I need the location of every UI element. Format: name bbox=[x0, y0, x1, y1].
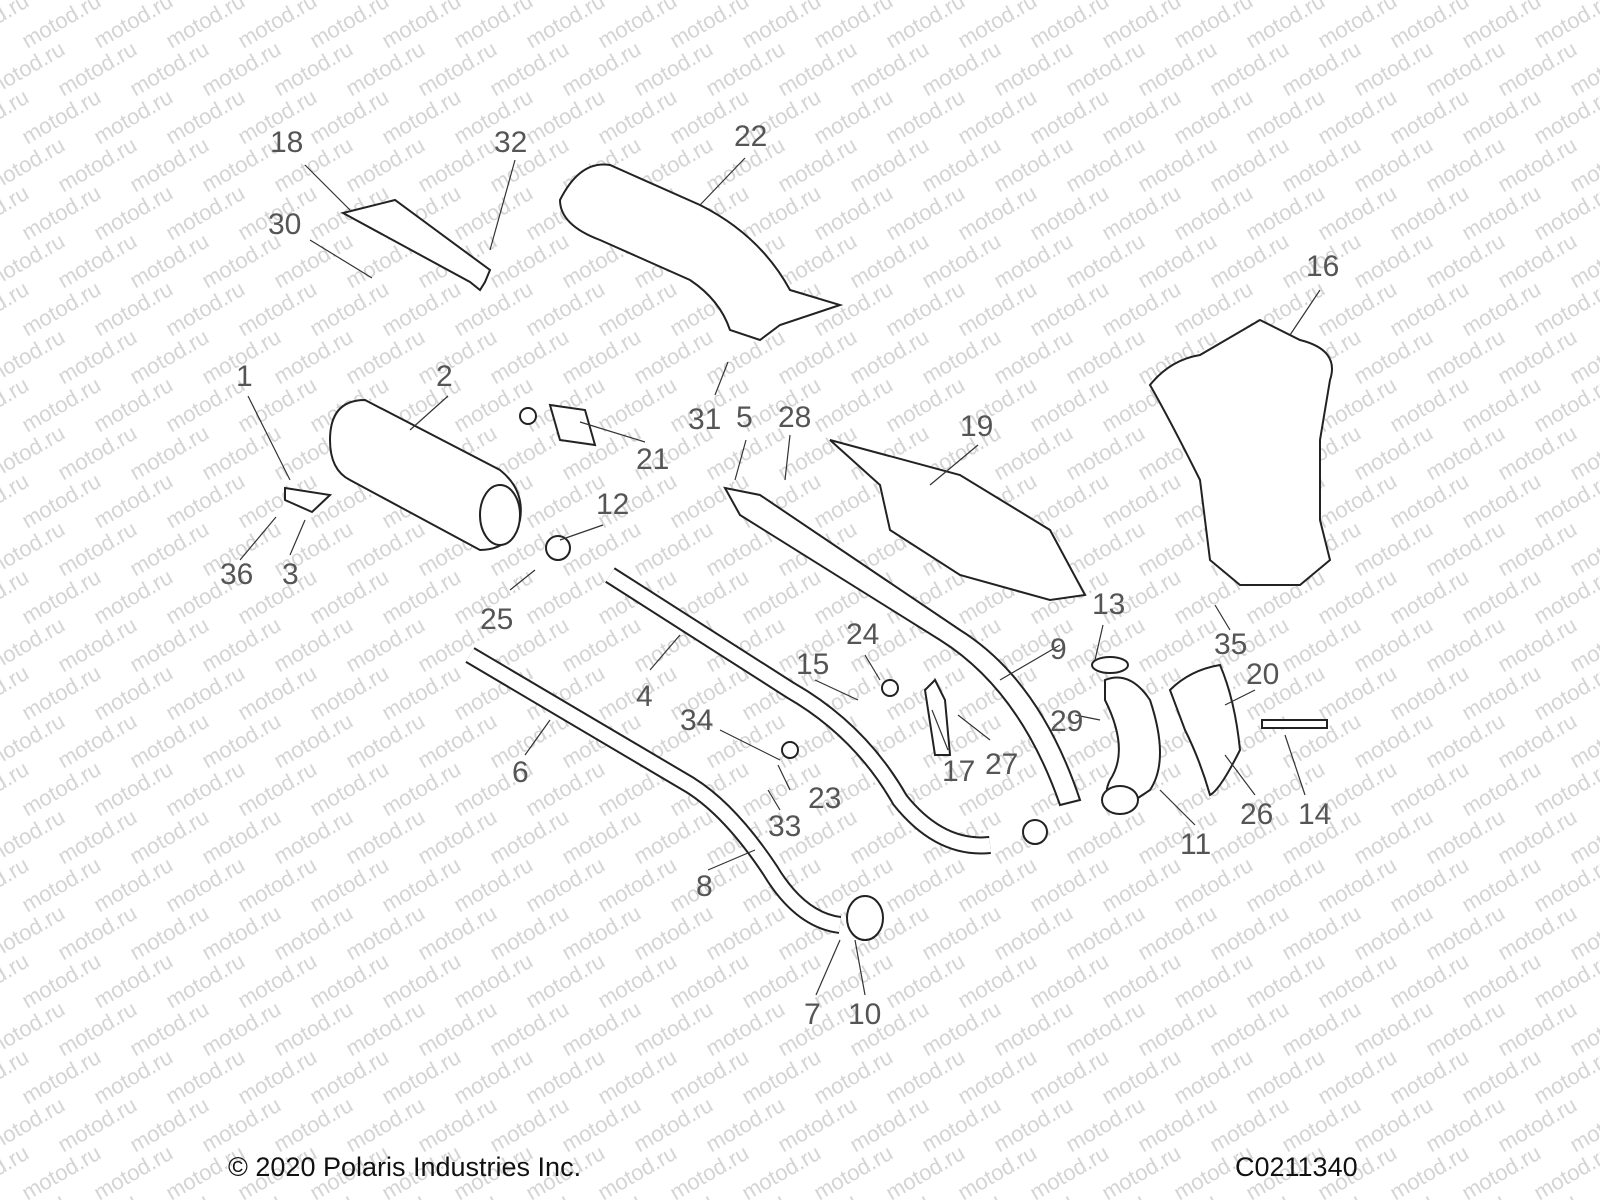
heat-shield-22 bbox=[558, 163, 844, 342]
callout-16: 16 bbox=[1306, 250, 1340, 283]
heat-shield-18 bbox=[340, 198, 492, 292]
callout-19: 19 bbox=[960, 410, 994, 443]
bracket-17 bbox=[923, 678, 952, 756]
seal-12 bbox=[545, 535, 571, 561]
leader-lines bbox=[239, 157, 1321, 996]
callout-25: 25 bbox=[480, 603, 514, 636]
seal-ring bbox=[1022, 819, 1048, 845]
callout-21: 21 bbox=[636, 443, 670, 476]
callout-10: 10 bbox=[848, 998, 882, 1031]
callout-36: 36 bbox=[220, 558, 254, 591]
callout-20: 20 bbox=[1246, 658, 1280, 691]
callout-23: 23 bbox=[808, 782, 842, 815]
callout-3: 3 bbox=[282, 558, 299, 591]
flange-10 bbox=[846, 895, 884, 941]
washer-23 bbox=[781, 741, 799, 759]
callout-13: 13 bbox=[1092, 588, 1126, 621]
callout-5: 5 bbox=[736, 401, 753, 434]
callout-24: 24 bbox=[846, 618, 880, 651]
muffler-outlet bbox=[479, 484, 521, 546]
callout-1: 1 bbox=[236, 360, 253, 393]
callout-12: 12 bbox=[596, 488, 630, 521]
callout-11: 11 bbox=[1180, 828, 1212, 861]
heat-shield-16 bbox=[1148, 318, 1333, 586]
callout-2: 2 bbox=[436, 360, 453, 393]
callout-30: 30 bbox=[268, 208, 302, 241]
heat-shield-20 bbox=[1168, 663, 1242, 797]
callout-22: 22 bbox=[734, 120, 768, 153]
callout-15: 15 bbox=[796, 648, 830, 681]
callout-9: 9 bbox=[1050, 633, 1067, 666]
heat-shield-5-9 bbox=[723, 486, 1082, 807]
callout-26: 26 bbox=[1240, 798, 1274, 831]
callout-35: 35 bbox=[1214, 628, 1248, 661]
callout-17: 17 bbox=[942, 755, 976, 788]
diagram-code: C0211340 bbox=[1235, 1152, 1358, 1182]
copyright-text: © 2020 Polaris Industries Inc. bbox=[228, 1152, 582, 1182]
callout-31: 31 bbox=[688, 403, 722, 436]
callout-6: 6 bbox=[512, 756, 529, 789]
callout-29: 29 bbox=[1050, 705, 1084, 738]
callout-33: 33 bbox=[768, 810, 802, 843]
bracket-21 bbox=[548, 403, 597, 447]
callout-32: 32 bbox=[494, 126, 528, 159]
washer-24 bbox=[881, 679, 899, 697]
tailpipe-tip-1 bbox=[284, 486, 333, 514]
callout-27: 27 bbox=[985, 748, 1019, 781]
callout-14: 14 bbox=[1298, 798, 1332, 831]
callout-8: 8 bbox=[696, 870, 713, 903]
gasket-13 bbox=[1091, 656, 1129, 674]
callout-4: 4 bbox=[636, 680, 653, 713]
grommet bbox=[519, 407, 537, 425]
callout-7: 7 bbox=[804, 998, 821, 1031]
oxygen-sensor-14 bbox=[1261, 719, 1328, 729]
callout-28: 28 bbox=[778, 401, 812, 434]
heat-shield-19 bbox=[829, 439, 1087, 602]
callout-18: 18 bbox=[270, 126, 304, 159]
callout-34: 34 bbox=[680, 704, 714, 737]
